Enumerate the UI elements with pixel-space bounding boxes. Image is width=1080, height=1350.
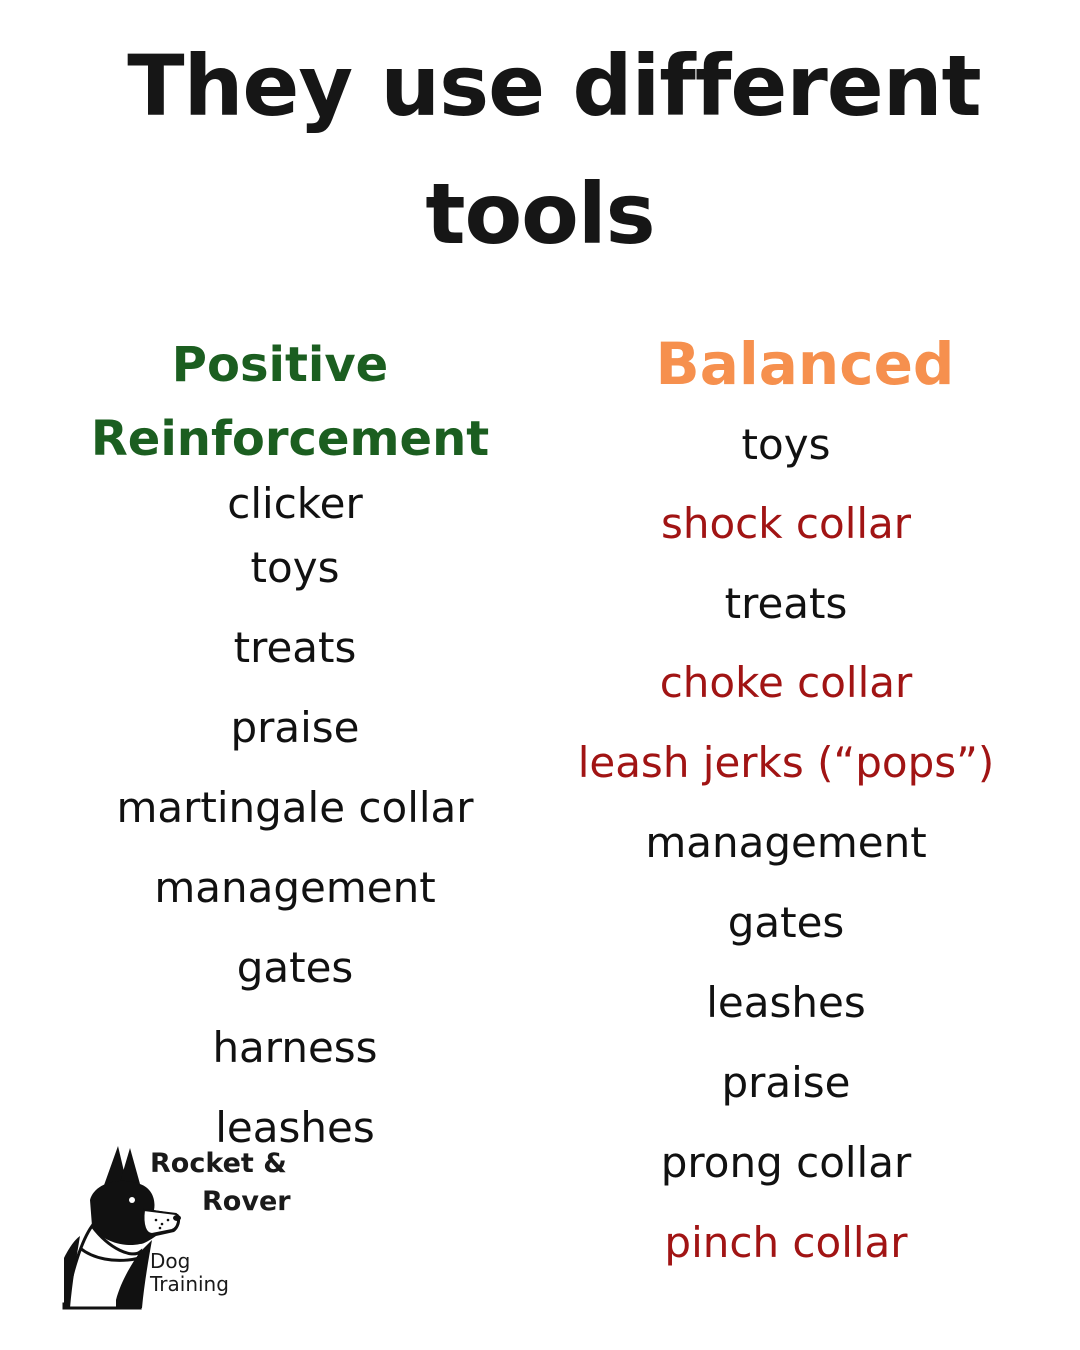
balanced-tool-item: management bbox=[645, 818, 927, 867]
logo-text-rocket: Rocket & bbox=[150, 1148, 287, 1179]
balanced-tool-item: toys bbox=[741, 420, 831, 469]
positive-tool-item: toys bbox=[250, 543, 340, 592]
positive-tool-item: clicker bbox=[227, 479, 363, 528]
title-line-2: tools bbox=[425, 165, 655, 263]
logo-text-training: Training bbox=[150, 1272, 229, 1296]
title-line-1: They use different bbox=[127, 37, 981, 135]
balanced-tool-item: praise bbox=[721, 1058, 851, 1107]
positive-tool-item: gates bbox=[236, 943, 354, 992]
positive-tool-item: praise bbox=[230, 703, 360, 752]
balanced-tool-item: treats bbox=[724, 579, 848, 628]
positive-tool-item: martingale collar bbox=[116, 783, 474, 832]
balanced-aversive-tool-item: choke collar bbox=[659, 658, 913, 707]
balanced-tool-item: prong collar bbox=[660, 1138, 912, 1187]
balanced-aversive-tool-item: pinch collar bbox=[664, 1218, 908, 1267]
balanced-aversive-tool-item: shock collar bbox=[660, 499, 912, 548]
balanced-aversive-tool-item: leash jerks (“pops”) bbox=[577, 738, 995, 787]
positive-reinforcement-heading: Positive Reinforcement bbox=[40, 328, 540, 476]
logo-text-dog: Dog bbox=[150, 1249, 191, 1273]
logo-text-rover: Rover bbox=[202, 1186, 291, 1217]
positive-tool-item: management bbox=[154, 863, 436, 912]
positive-heading-line-1: Positive bbox=[171, 337, 389, 393]
dog-head-icon bbox=[62, 1146, 181, 1310]
balanced-tool-item: leashes bbox=[706, 978, 866, 1027]
positive-heading-line-2: Reinforcement bbox=[90, 411, 490, 467]
positive-tool-item: treats bbox=[233, 623, 357, 672]
positive-tool-item: leashes bbox=[215, 1103, 375, 1152]
balanced-heading: Balanced bbox=[655, 330, 955, 398]
positive-tool-item: harness bbox=[212, 1023, 378, 1072]
page-title: They use different tools bbox=[0, 22, 1080, 278]
balanced-tool-item: gates bbox=[727, 898, 845, 947]
